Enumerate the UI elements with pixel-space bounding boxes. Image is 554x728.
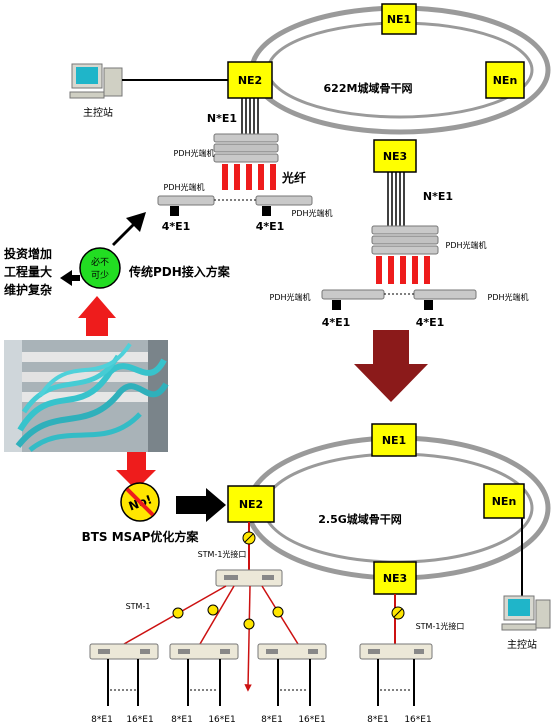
top-nen-node: NEn	[485, 61, 525, 99]
ne2-interface-icon	[242, 531, 256, 545]
ne2-stack-label: PDH光端机	[174, 148, 215, 158]
msap-hub-device	[215, 569, 283, 587]
top-ne1-node: NE1	[381, 3, 417, 35]
msap-device-3	[257, 643, 327, 706]
bottom-ne3-label: NE3	[383, 572, 407, 585]
msap-device-1	[89, 643, 159, 706]
branch-label: STM-1	[126, 602, 151, 611]
ne3-e1-bundle	[387, 172, 405, 226]
problem-line-2: 工程量大	[4, 264, 52, 279]
arrow-to-ne2	[176, 488, 226, 522]
ne2-interface-label: STM-1光接口	[198, 549, 247, 559]
computer-icon	[501, 595, 551, 631]
ne2-link-label: N*E1	[207, 112, 237, 125]
bottom-ne2-label: NE2	[239, 498, 263, 511]
computer-icon	[69, 63, 123, 99]
msap-scheme-label: BTS MSAP优化方案	[82, 529, 200, 544]
ne3-stack-label: PDH光端机	[446, 240, 487, 250]
ne3-out-left-label: 4*E1	[322, 316, 351, 329]
bottom-ring-label: 2.5G城域骨干网	[318, 512, 402, 526]
bottom-nen-label: NEn	[492, 495, 517, 508]
bottom-ne1-label: NE1	[382, 434, 406, 447]
problem-line-1: 投资增加	[4, 246, 52, 261]
msap-device-4	[359, 643, 433, 706]
msap-output-4-left: 8*E1	[367, 715, 389, 725]
ne2-out-left-label: 4*E1	[162, 220, 191, 233]
bottom-ne1-node: NE1	[371, 423, 417, 457]
ne3-fiber-bundle	[376, 256, 430, 284]
arrow-to-problems	[60, 270, 80, 286]
ne3-link-label: N*E1	[423, 190, 453, 203]
ne3-left-terminal-label: PDH光端机	[270, 292, 311, 302]
branch-interface-icon	[172, 604, 284, 630]
ne3-left-terminal	[321, 289, 385, 300]
necessary-line-2: 可少	[91, 270, 109, 281]
msap-output-2-right: 16*E1	[208, 715, 235, 725]
ne2-out-right-label: 4*E1	[256, 220, 285, 233]
bottom-nen-node: NEn	[483, 483, 525, 519]
top-ne2-node: NE2	[227, 61, 273, 99]
ne2-fiber-bundle	[222, 164, 276, 190]
ne3-right-terminal	[413, 289, 477, 300]
ne2-right-terminal-label: PDH光端机	[292, 208, 333, 218]
ne3-e1-port-right	[424, 300, 433, 310]
ne3-pdh-stack	[371, 225, 439, 255]
ne2-right-terminal	[255, 195, 313, 206]
msap-output-3-right: 16*E1	[298, 715, 325, 725]
pdh-scheme-label: 传统PDH接入方案	[128, 264, 231, 279]
top-ne3-label: NE3	[383, 150, 407, 163]
msap-output-1-left: 8*E1	[91, 715, 113, 725]
msap-output-4-right: 16*E1	[404, 715, 431, 725]
arrow-to-pdh	[112, 212, 146, 246]
top-ne1-label: NE1	[387, 13, 411, 26]
necessary-line-1: 必不	[91, 256, 109, 268]
transition-arrow	[354, 330, 428, 402]
necessary-circle: 必不 可少	[79, 247, 121, 289]
no-sign-icon: No!	[120, 482, 160, 522]
msap-output-1-right: 16*E1	[126, 715, 153, 725]
fiber-label: 光纤	[281, 170, 306, 185]
ne3-right-terminal-label: PDH光端机	[488, 292, 529, 302]
arrow-down-red	[116, 452, 156, 490]
ne2-left-terminal-label: PDH光端机	[164, 182, 205, 192]
ne2-pdh-stack	[213, 133, 279, 163]
bottom-station-label: 主控站	[507, 638, 537, 651]
ne3-interface-icon	[391, 606, 405, 620]
ne2-e1-bundle	[241, 98, 259, 134]
bottom-ne3-node: NE3	[373, 561, 417, 595]
top-ring-label: 622M城域骨干网	[324, 81, 413, 95]
problem-line-3: 维护复杂	[4, 282, 52, 297]
bottom-ne2-node: NE2	[227, 485, 275, 523]
ne3-out-right-label: 4*E1	[416, 316, 445, 329]
ne2-e1-port-right	[262, 206, 271, 216]
top-ne3-node: NE3	[373, 139, 417, 173]
top-ne2-label: NE2	[238, 74, 262, 87]
msap-output-2-left: 8*E1	[171, 715, 193, 725]
ne3-e1-port-left	[332, 300, 341, 310]
msap-output-3-left: 8*E1	[261, 715, 283, 725]
top-station-label: 主控站	[83, 106, 113, 119]
top-nen-label: NEn	[493, 74, 518, 87]
ne3-interface-label: STM-1光接口	[416, 621, 465, 631]
arrow-up-red	[78, 296, 116, 336]
ne2-left-terminal	[157, 195, 215, 206]
ne2-e1-port-left	[170, 206, 179, 216]
msap-device-2	[169, 643, 239, 706]
cabling-photo	[4, 340, 169, 452]
